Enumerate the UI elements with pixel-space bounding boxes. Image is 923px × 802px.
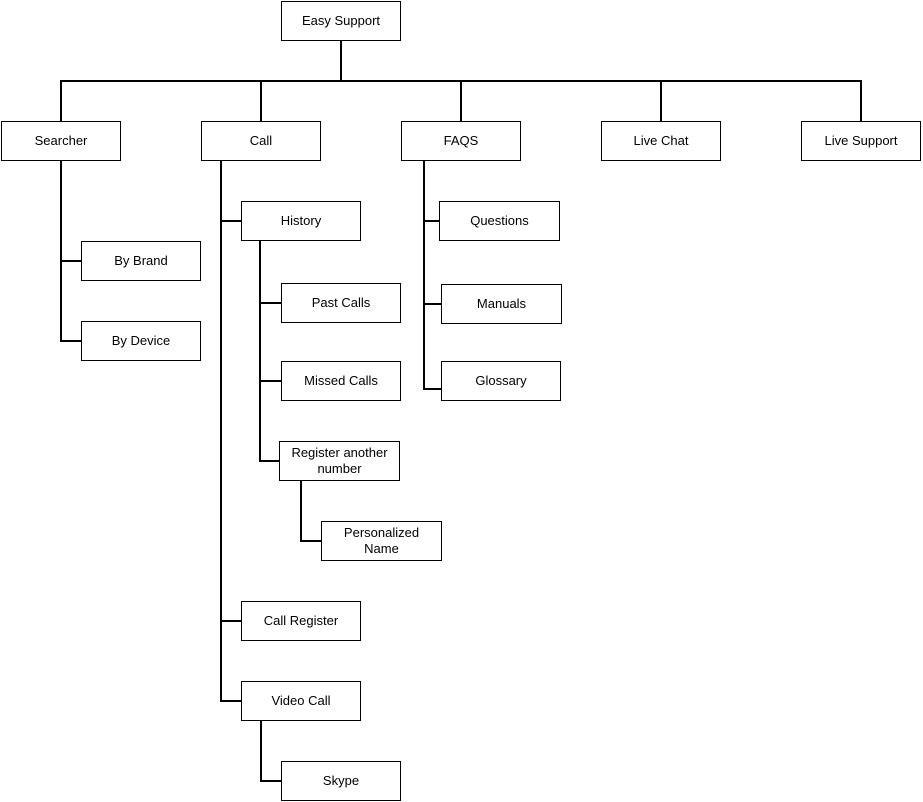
connector-skype	[260, 780, 281, 782]
node-label: Call Register	[263, 612, 339, 628]
node-manuals[interactable]: Manuals	[441, 284, 562, 324]
node-label: Personalized Name	[343, 524, 420, 556]
connector-faqs-trunk	[423, 161, 425, 390]
node-label: Video Call	[271, 692, 331, 708]
node-by-device[interactable]: By Device	[81, 321, 201, 361]
node-label: Searcher	[34, 132, 88, 148]
node-label: Past Calls	[311, 294, 371, 310]
node-label: Glossary	[475, 372, 527, 388]
node-call-register[interactable]: Call Register	[241, 601, 361, 641]
node-label: Questions	[470, 212, 529, 228]
connector-personalized-name	[300, 540, 321, 542]
node-label: Call	[249, 132, 273, 148]
node-label: Live Support	[824, 132, 898, 148]
node-skype[interactable]: Skype	[281, 761, 401, 801]
node-label: Easy Support	[301, 12, 381, 28]
connector-video-call	[220, 700, 241, 702]
node-searcher[interactable]: Searcher	[1, 121, 121, 161]
node-personalized-name[interactable]: Personalized Name	[321, 521, 442, 561]
node-by-brand[interactable]: By Brand	[81, 241, 201, 281]
connector-register-another-number	[259, 460, 279, 462]
node-live-support[interactable]: Live Support	[801, 121, 921, 161]
node-faqs[interactable]: FAQS	[401, 121, 521, 161]
connector-call-trunk	[220, 161, 222, 702]
node-missed-calls[interactable]: Missed Calls	[281, 361, 401, 401]
connector-drop-live-support	[860, 80, 862, 121]
connector-easy-support-stem	[340, 41, 342, 82]
connector-searcher-trunk	[60, 161, 62, 342]
node-label: By Device	[111, 332, 171, 348]
node-glossary[interactable]: Glossary	[441, 361, 561, 401]
connector-video-trunk	[260, 721, 262, 782]
node-register-another-number[interactable]: Register another number	[279, 441, 400, 481]
connector-call-register	[220, 620, 241, 622]
connector-history	[220, 220, 241, 222]
connector-manuals	[423, 303, 441, 305]
connector-glossary	[423, 388, 441, 390]
node-easy-support[interactable]: Easy Support	[281, 1, 401, 41]
node-call[interactable]: Call	[201, 121, 321, 161]
connector-missed-calls	[259, 380, 281, 382]
connector-drop-call	[260, 80, 262, 121]
node-past-calls[interactable]: Past Calls	[281, 283, 401, 323]
node-questions[interactable]: Questions	[439, 201, 560, 241]
connector-register-trunk	[300, 481, 302, 542]
connector-drop-faqs	[460, 80, 462, 121]
connector-drop-searcher	[60, 80, 62, 121]
connector-drop-live-chat	[660, 80, 662, 121]
node-live-chat[interactable]: Live Chat	[601, 121, 721, 161]
node-label: History	[280, 212, 322, 228]
node-label: FAQS	[443, 132, 479, 148]
node-label: Live Chat	[633, 132, 689, 148]
node-label: Manuals	[476, 295, 527, 311]
connector-past-calls	[259, 302, 281, 304]
connector-by-brand	[60, 260, 81, 262]
node-history[interactable]: History	[241, 201, 361, 241]
connector-history-trunk	[259, 241, 261, 462]
node-label: By Brand	[114, 252, 168, 268]
node-label: Skype	[322, 772, 360, 788]
node-label: Register another number	[291, 444, 388, 476]
node-label: Missed Calls	[304, 372, 378, 388]
connector-questions	[423, 220, 439, 222]
connector-by-device	[60, 340, 81, 342]
node-video-call[interactable]: Video Call	[241, 681, 361, 721]
